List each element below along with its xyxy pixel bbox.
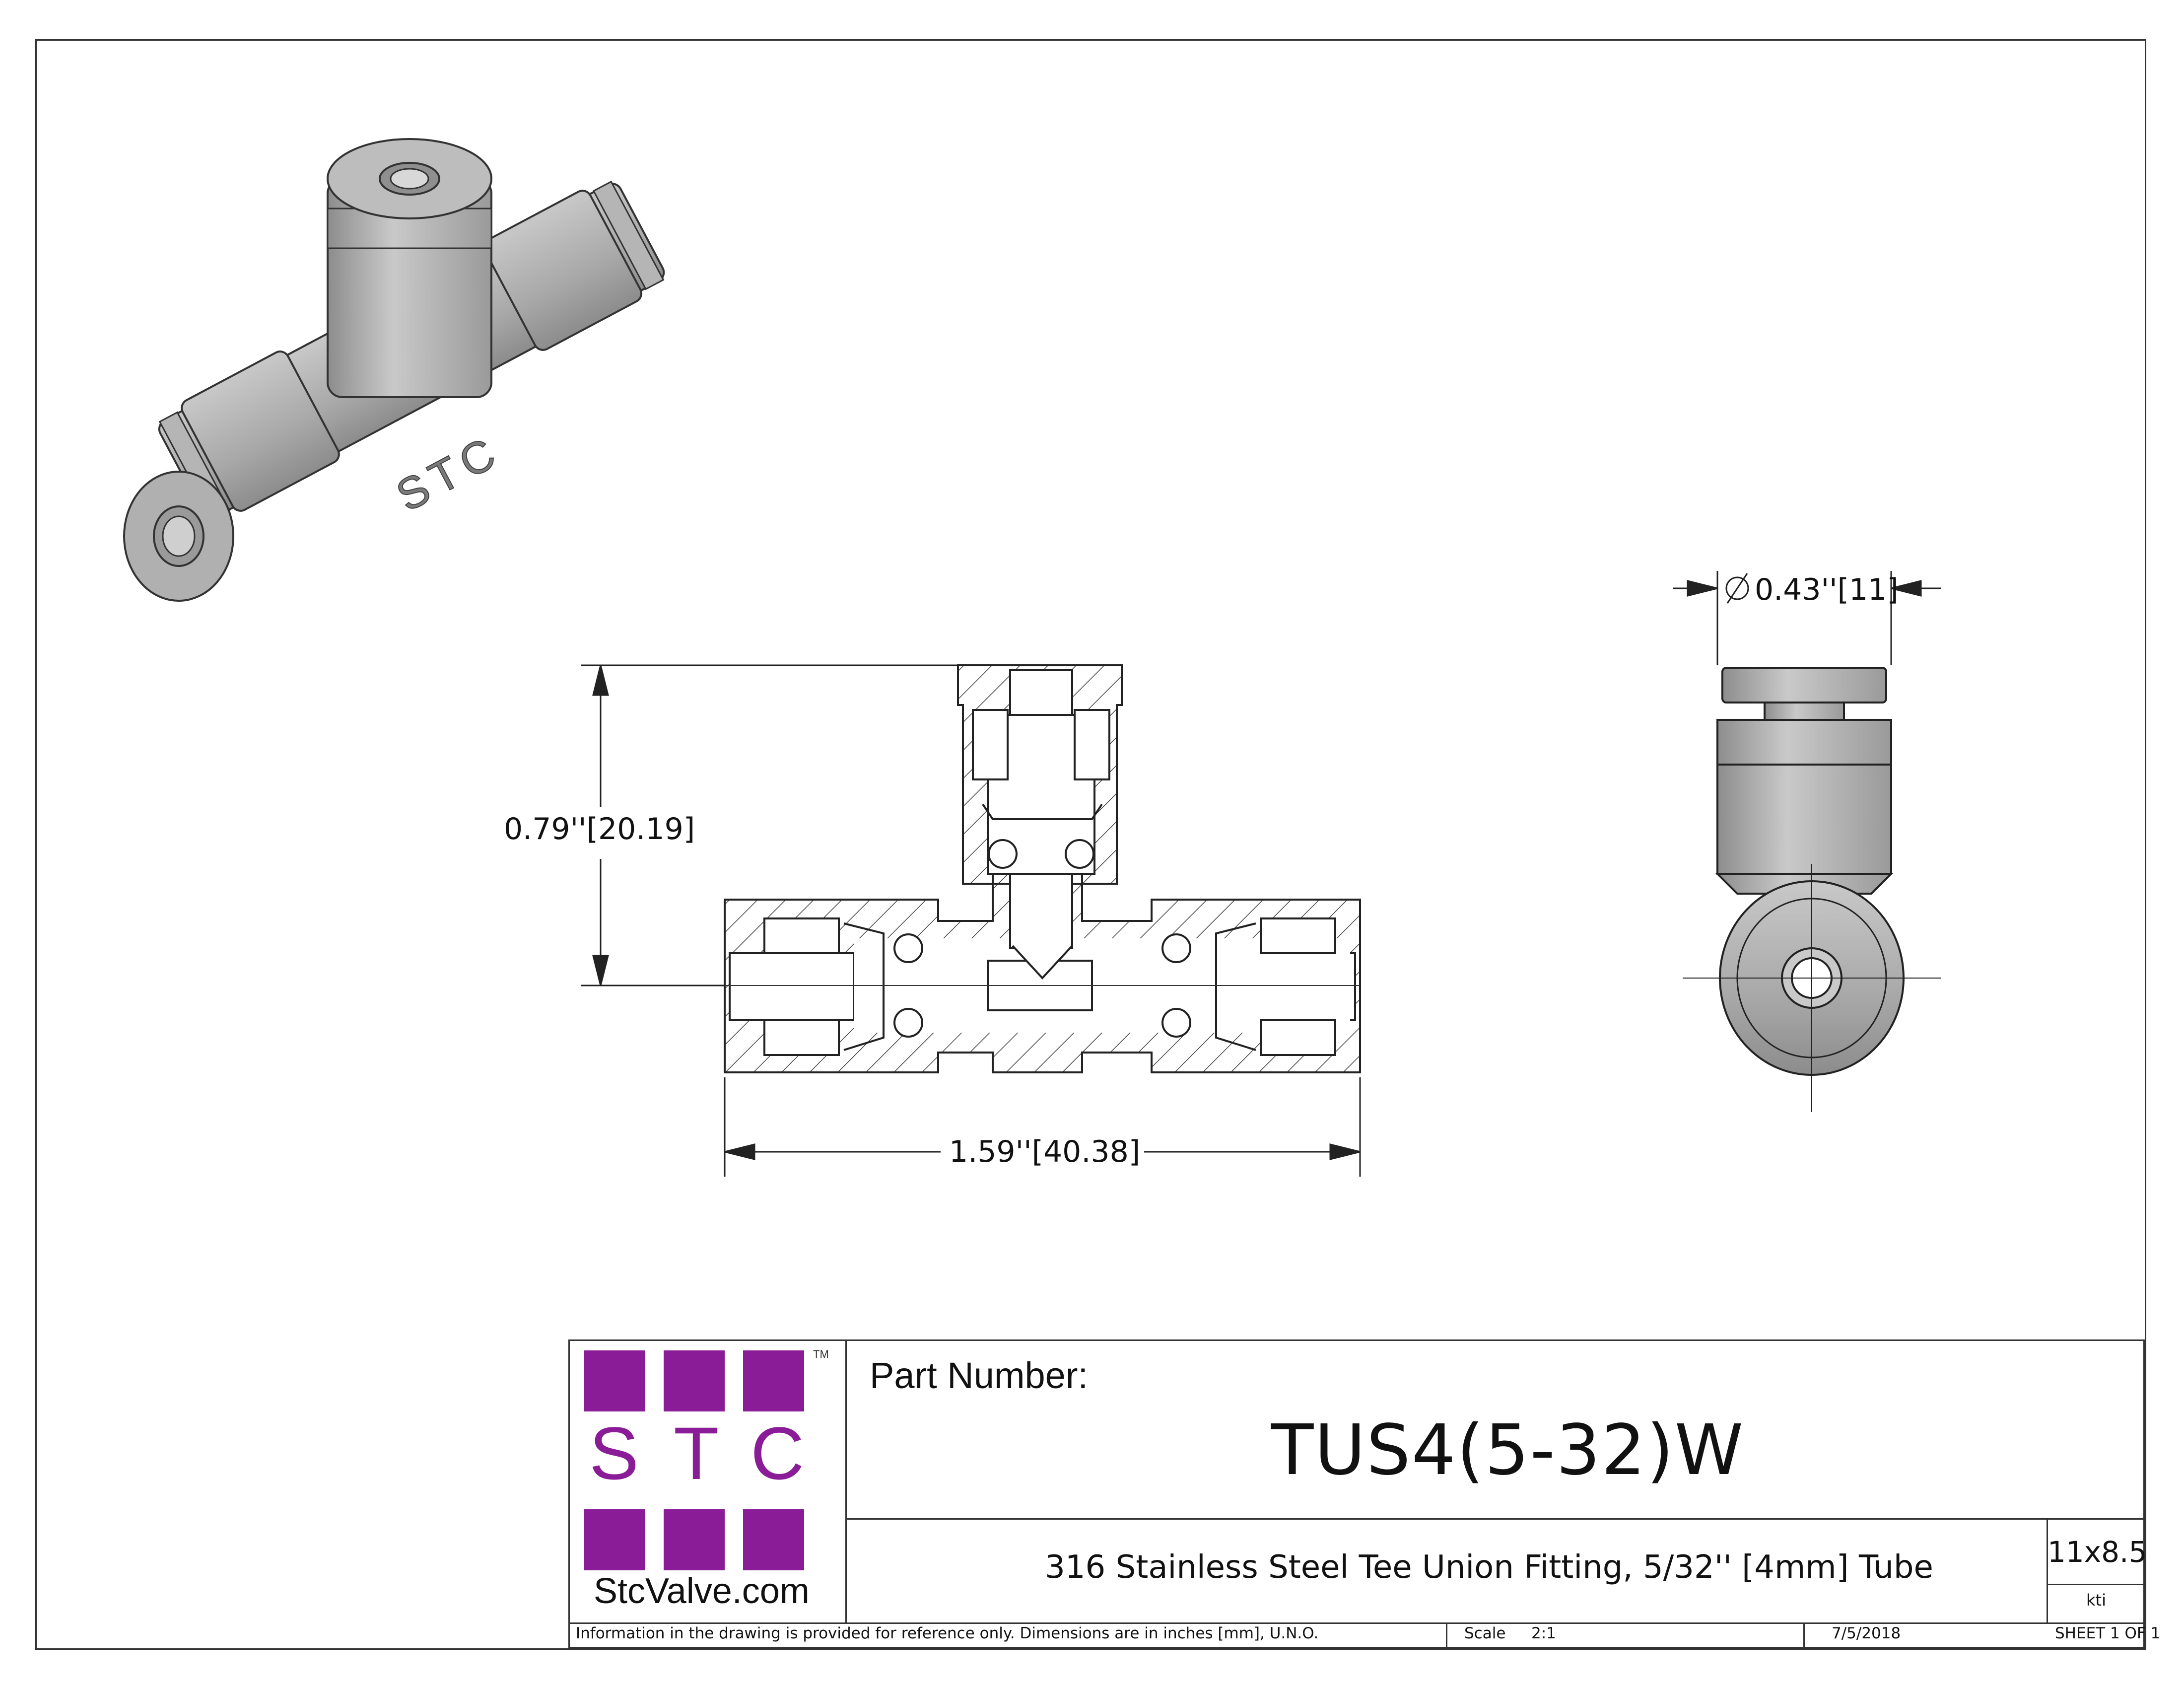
title-block-divider: [1803, 1622, 1805, 1649]
drawn-by: kti: [2086, 1591, 2106, 1610]
title-block-divider: [2047, 1518, 2048, 1623]
logo-square: [743, 1350, 804, 1411]
logo-square: [664, 1350, 725, 1411]
website-text: StcValve.com: [594, 1571, 810, 1611]
title-block-divider: [845, 1518, 2145, 1520]
diameter-dimension: [1673, 571, 1941, 665]
title-block-divider: [568, 1622, 2145, 1624]
logo-square: [584, 1509, 645, 1570]
title-block-divider: [845, 1339, 847, 1623]
logo-square: [743, 1509, 804, 1570]
disclaimer-text: Information in the drawing is provided f…: [576, 1624, 1319, 1642]
width-dim-text: 1.59''[40.38]: [949, 1134, 1140, 1169]
height-dimension: [581, 664, 958, 986]
sheet-number: SHEET 1 OF 1: [2055, 1624, 2161, 1642]
sheet-size: 11x8.5: [2048, 1535, 2147, 1569]
logo-square: [584, 1350, 645, 1411]
drawing-date: 7/5/2018: [1832, 1624, 1901, 1642]
part-number-label: Part Number:: [870, 1355, 1089, 1396]
part-description: 316 Stainless Steel Tee Union Fitting, 5…: [1045, 1549, 1933, 1586]
title-block-divider: [2047, 1584, 2145, 1585]
stamp-text: STC: [389, 425, 509, 521]
trademark-mark: TM: [813, 1348, 829, 1360]
section-view: [724, 664, 1361, 1073]
width-dimension: [724, 1077, 1361, 1177]
logo-square: [664, 1509, 725, 1570]
side-view: [1683, 667, 1941, 1112]
diameter-dim-text: 0.43''[11]: [1755, 572, 1899, 607]
sheet-border: [35, 39, 2146, 1650]
part-number: TUS4(5-32)W: [1271, 1410, 1745, 1491]
height-dim-text: 0.79''[20.19]: [504, 812, 695, 846]
scale-value: 2:1: [1531, 1624, 1556, 1642]
scale-label: Scale: [1464, 1624, 1506, 1642]
title-block: [568, 1339, 2145, 1648]
logo-letters: S T C: [589, 1411, 805, 1495]
title-block-divider: [1446, 1622, 1447, 1649]
isometric-view: STC: [123, 138, 665, 602]
